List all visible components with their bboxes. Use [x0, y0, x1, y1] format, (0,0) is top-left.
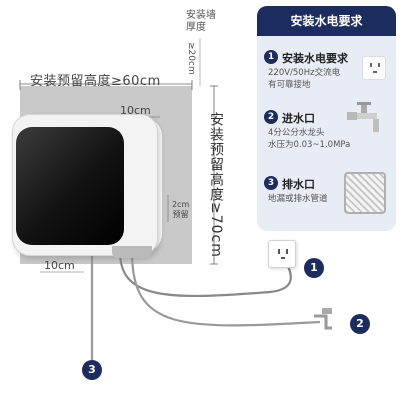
item-2-desc-1: 4分公分水龙头: [268, 128, 325, 138]
top-gap-label: 10cm: [120, 104, 151, 117]
height-dimension-label: 安装预留高度≥70cm: [208, 112, 224, 258]
floor-drain-icon: [344, 172, 386, 214]
wall-thickness-value: ≥20cm: [186, 42, 196, 75]
item-3-title: 排水口: [282, 178, 315, 191]
item-2-title: 进水口: [282, 112, 315, 125]
item-3-number: 3: [264, 176, 278, 190]
item-1-desc-2: 有可靠接地: [268, 80, 311, 90]
item-3-desc-1: 地漏或排水管道: [268, 194, 328, 204]
marker-3: 3: [82, 360, 102, 380]
panel-title: 安装水电要求: [257, 6, 396, 36]
item-2-number: 2: [264, 110, 278, 124]
bottom-gap-label: 10cm: [44, 259, 75, 272]
item-2-desc-2: 水压为0.03~1.0MPa: [268, 140, 351, 150]
heater-bottom-connector: [112, 246, 152, 258]
width-dimension-label: 安装预留高度≥60cm: [30, 74, 161, 89]
outlet-icon: [362, 56, 386, 80]
wall-thickness-label: 安装墙 厚度: [186, 10, 216, 33]
marker-2: 2: [350, 314, 370, 334]
item-1-desc-1: 220V/50Hz交流电: [268, 68, 341, 78]
faucet-icon: [345, 102, 387, 142]
item-1-title: 安装水电要求: [282, 52, 348, 65]
gap-2cm-label: 2cm 预留: [172, 200, 190, 219]
wall-socket-icon: [268, 240, 296, 268]
heater-front-panel: [16, 127, 124, 245]
marker-1: 1: [304, 258, 324, 278]
item-1-number: 1: [264, 50, 278, 64]
